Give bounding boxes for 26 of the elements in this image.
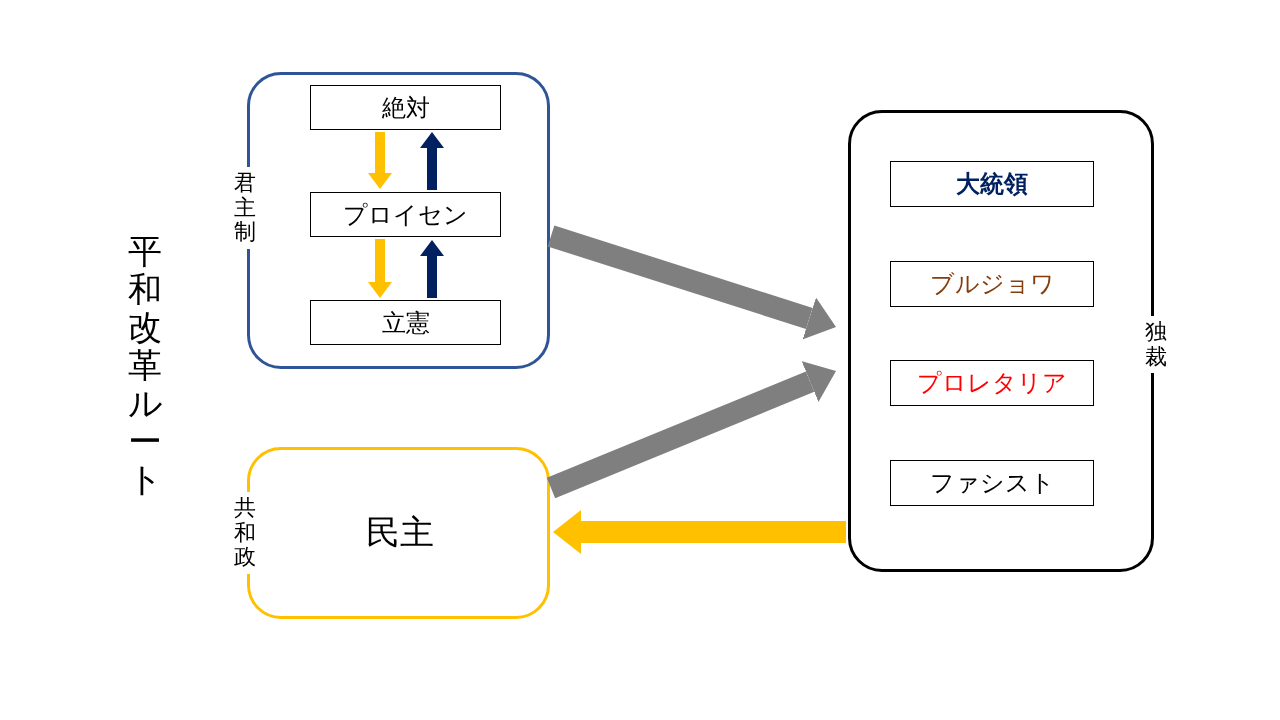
arrow <box>420 132 444 190</box>
term-box <box>310 300 501 345</box>
term-box <box>890 360 1094 406</box>
term-box <box>890 261 1094 307</box>
term-label: 大統領 <box>956 169 1028 200</box>
title: 平和改革ルート <box>128 232 162 499</box>
side-label: 独裁 <box>1145 316 1167 374</box>
term-box <box>890 460 1094 506</box>
block-arrow <box>547 225 836 340</box>
body-text: 民主 <box>365 511 435 554</box>
arrow <box>368 132 392 189</box>
arrow <box>420 240 444 298</box>
term-box <box>890 161 1094 207</box>
term-box <box>310 85 501 130</box>
side-label: 共和政 <box>234 492 256 574</box>
block-arrow <box>553 510 846 554</box>
term-label: 立憲 <box>381 307 430 339</box>
term-label: ブルジョワ <box>929 269 1055 300</box>
block-arrow <box>546 361 836 499</box>
side-label: 君主制 <box>234 167 256 249</box>
term-label: ファシスト <box>929 468 1055 499</box>
term-label: プロイセン <box>343 199 468 231</box>
term-label: 絶対 <box>381 92 430 124</box>
arrow <box>368 239 392 298</box>
term-label: プロレタリア <box>917 368 1067 399</box>
term-box <box>310 192 501 237</box>
